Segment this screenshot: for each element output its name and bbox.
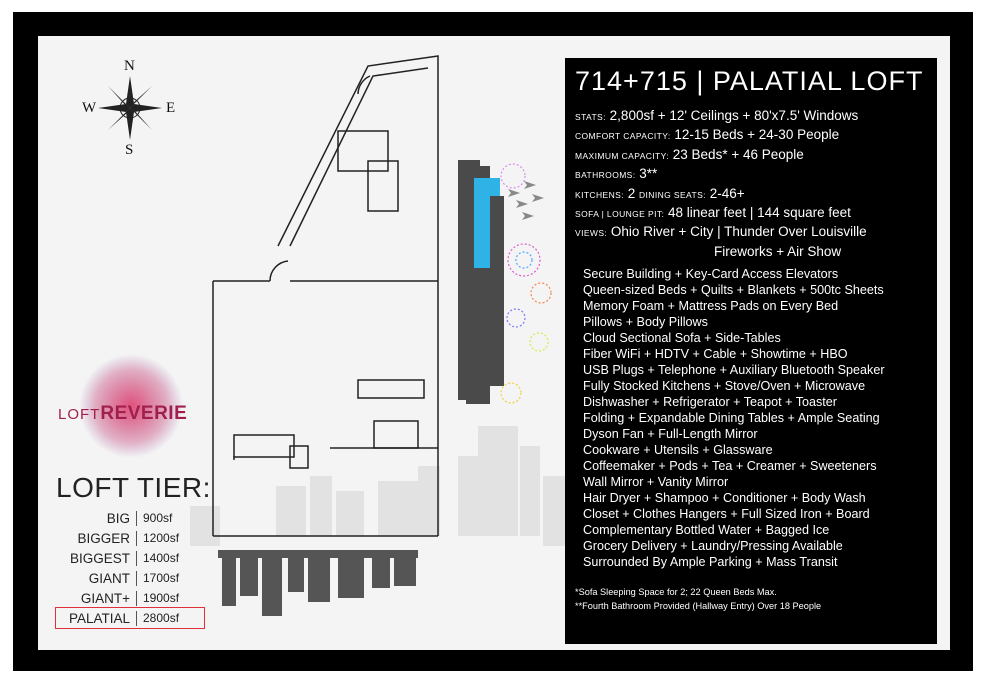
- tier-size: 1700sf: [143, 571, 180, 585]
- tier-name: GIANT+: [56, 590, 137, 606]
- stat-key: COMFORT CAPACITY:: [575, 131, 671, 142]
- stat-key: SOFA | LOUNGE PIT:: [575, 208, 665, 219]
- footnote: *Sofa Sleeping Space for 2; 22 Queen Bed…: [575, 587, 777, 597]
- stat-row: KITCHENS: 2 DINING SEATS: 2-46+: [575, 184, 935, 203]
- stat-value: 2: [627, 185, 636, 201]
- river-skyline: [458, 160, 504, 404]
- background-skyline: [190, 426, 567, 546]
- amenity-item: Dishwasher + Refrigerator + Teapot + Toa…: [583, 395, 837, 409]
- floor-plan: [212, 55, 439, 537]
- stat-row: SOFA | LOUNGE PIT: 48 linear feet | 144 …: [575, 203, 935, 222]
- amenity-item: Folding + Expandable Dining Tables + Amp…: [583, 411, 880, 425]
- tier-row: GIANT+ 1900sf: [56, 588, 204, 608]
- loft-tier-title: LOFT TIER:: [56, 472, 211, 503]
- stat-key: STATS:: [575, 112, 606, 122]
- stat-value-2: 2-46+: [709, 185, 745, 201]
- stat-row: BATHROOMS: 3**: [575, 164, 935, 183]
- amenity-item: Memory Foam + Mattress Pads on Every Bed: [583, 299, 839, 313]
- stat-row: VIEWS: Ohio River + City | Thunder Over …: [575, 222, 935, 241]
- stat-value: Fireworks + Air Show: [714, 243, 842, 259]
- bottom-skyline: [218, 550, 418, 616]
- logo-text-loft: LOFT: [58, 406, 101, 423]
- stats-list: STATS: 2,800sf + 12' Ceilings + 80'x7.5'…: [575, 106, 935, 261]
- stat-key: VIEWS:: [575, 228, 608, 239]
- amenity-item: Grocery Delivery + Laundry/Pressing Avai…: [583, 539, 843, 553]
- amenity-item: USB Plugs + Telephone + Auxiliary Blueto…: [583, 363, 885, 377]
- tier-row: BIGGER 1200sf: [56, 528, 204, 548]
- tier-row: BIGGEST 1400sf: [56, 548, 204, 568]
- stat-value: 23 Beds* + 46 People: [672, 146, 804, 162]
- fireworks: [500, 163, 552, 404]
- amenity-item: Fully Stocked Kitchens + Stove/Oven + Mi…: [583, 379, 866, 393]
- footnotes: *Sofa Sleeping Space for 2; 22 Queen Bed…: [575, 585, 821, 613]
- stat-value: 48 linear feet | 144 square feet: [668, 204, 851, 220]
- compass-rose: [98, 76, 162, 140]
- stat-value: 2,800sf + 12' Ceilings + 80'x7.5' Window…: [609, 108, 859, 123]
- tier-name: BIGGER: [56, 530, 137, 546]
- amenity-item: Cloud Sectional Sofa + Side-Tables: [583, 331, 781, 345]
- stat-row: Fireworks + Air Show: [575, 242, 935, 261]
- tier-name: BIGGEST: [56, 550, 137, 566]
- tier-name: GIANT: [56, 570, 137, 586]
- stat-key: KITCHENS:: [575, 189, 624, 200]
- loft-reverie-logo: LOFTREVERIE: [58, 403, 187, 425]
- amenity-item: Queen-sized Beds + Quilts + Blankets + 5…: [583, 283, 884, 297]
- amenity-item: Dyson Fan + Full-Length Mirror: [583, 427, 758, 441]
- floor-plan-illustration: [98, 55, 567, 616]
- amenity-item: Secure Building + Key-Card Access Elevat…: [583, 267, 839, 281]
- amenities-list: Secure Building + Key-Card Access Elevat…: [583, 266, 885, 570]
- loft-tier-list: BIG 900sf BIGGER 1200sf BIGGEST 1400sf GIAN…: [55, 508, 205, 629]
- amenity-item: Surrounded By Ample Parking + Mass Trans…: [583, 555, 838, 569]
- footnote: **Fourth Bathroom Provided (Hallway Entr…: [575, 601, 822, 611]
- poster-canvas: N S W E LOFTREVERIE LOFT TIER: BIG 900sf …: [38, 36, 950, 650]
- stat-key: BATHROOMS:: [575, 170, 636, 181]
- loft-reverie-logo-mark: [79, 354, 183, 458]
- tier-row: BIG 900sf: [56, 508, 204, 528]
- stat-row: STATS: 2,800sf + 12' Ceilings + 80'x7.5'…: [575, 106, 935, 125]
- tier-size: 1200sf: [143, 531, 180, 545]
- tier-row: GIANT 1700sf: [56, 568, 204, 588]
- compass-east: E: [166, 100, 176, 116]
- airshow-planes: [508, 181, 544, 220]
- compass-south: S: [125, 142, 134, 158]
- amenity-item: Closet + Clothes Hangers + Full Sized Ir…: [583, 507, 870, 521]
- stat-row: MAXIMUM CAPACITY: 23 Beds* + 46 People: [575, 145, 935, 164]
- compass-north: N: [124, 58, 135, 74]
- logo-text-reverie: REVERIE: [100, 403, 188, 424]
- stat-key: MAXIMUM CAPACITY:: [575, 150, 670, 161]
- tier-size: 900sf: [143, 511, 173, 525]
- compass-west: W: [82, 100, 97, 116]
- tier-size: 1400sf: [143, 551, 180, 565]
- amenity-item: Cookware + Utensils + Glassware: [583, 443, 773, 457]
- stat-key-2: DINING SEATS:: [639, 189, 706, 200]
- tier-name: PALATIAL: [56, 610, 137, 626]
- amenity-item: Pillows + Body Pillows: [583, 315, 708, 329]
- info-panel: 714+715 | PALATIAL LOFT STATS: 2,800sf +…: [565, 58, 937, 644]
- stat-value: Ohio River + City | Thunder Over Louisvi…: [610, 224, 867, 240]
- loft-title: 714+715 | PALATIAL LOFT: [575, 66, 924, 96]
- tier-name: BIG: [56, 510, 137, 526]
- tier-size: 2800sf: [143, 611, 180, 625]
- tier-size: 1900sf: [143, 591, 180, 605]
- amenity-item: Fiber WiFi + HDTV + Cable + Showtime + H…: [583, 347, 848, 361]
- amenity-item: Coffeemaker + Pods + Tea + Creamer + Swe…: [583, 459, 877, 473]
- stat-value: 12-15 Beds + 24-30 People: [674, 127, 840, 143]
- tier-row-selected: PALATIAL 2800sf: [55, 607, 205, 629]
- stat-value: 3**: [639, 166, 658, 182]
- stat-row: COMFORT CAPACITY: 12-15 Beds + 24-30 Peo…: [575, 125, 935, 144]
- amenity-item: Hair Dryer + Shampoo + Conditioner + Bod…: [583, 491, 866, 505]
- amenity-item: Complementary Bottled Water + Bagged Ice: [583, 523, 830, 537]
- amenity-item: Wall Mirror + Vanity Mirror: [583, 475, 729, 489]
